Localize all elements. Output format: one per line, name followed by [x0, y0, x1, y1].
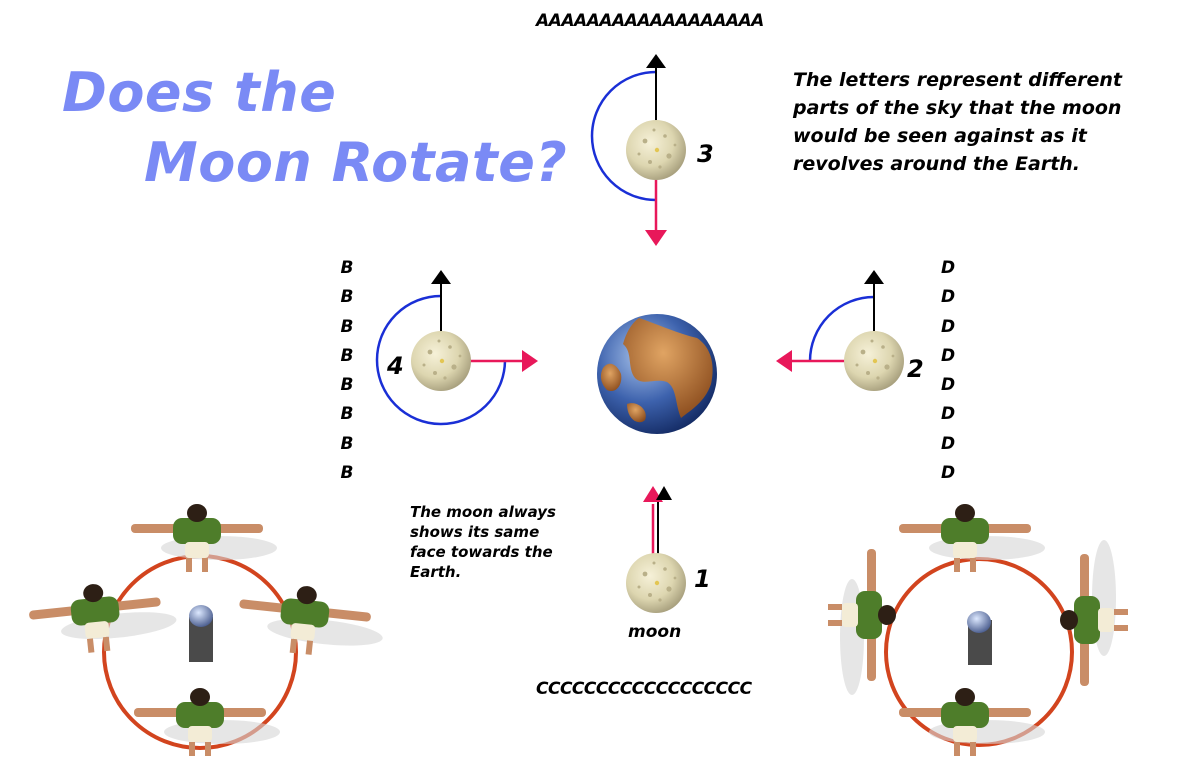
moon-position-2 [776, 270, 904, 391]
sky-letter-b: B [340, 404, 354, 425]
description-line-3: would be seen against as it [793, 125, 1087, 147]
lamp-icon [189, 605, 213, 627]
moon-position-4 [375, 270, 538, 426]
face-note-line-3: face towards the [410, 543, 553, 561]
face-arrow-icon [645, 230, 667, 246]
sky-letters-top: AAAAAAAAAAAAAAAAAA [536, 11, 764, 31]
moon-position-1 [626, 486, 686, 613]
moon-label: moon [628, 622, 682, 642]
demo-left [26, 504, 388, 756]
sky-letters-bottom: CCCCCCCCCCCCCCCCCC [536, 679, 752, 699]
moon-number-4: 4 [387, 352, 404, 380]
sky-letter-b: B [340, 287, 354, 308]
orbit-arc [590, 70, 657, 202]
moon-number-1: 1 [694, 565, 711, 593]
title-line-1: Does the [62, 61, 337, 124]
sky-letters-left: B B B B B B B B [338, 254, 356, 488]
up-arrow-icon [646, 54, 666, 68]
sky-letter-b: B [340, 375, 354, 396]
description-line-4: revolves around the Earth. [793, 153, 1081, 175]
sky-letter-d: D [940, 316, 956, 337]
up-arrow-icon [431, 270, 451, 284]
sky-letter-b: B [340, 316, 354, 337]
face-note: The moon always shows its same face towa… [410, 502, 556, 582]
earth [597, 314, 717, 434]
face-note-line-1: The moon always [410, 503, 556, 521]
moon-number-2: 2 [907, 355, 924, 383]
demo-right [828, 504, 1128, 756]
sky-letter-b: B [340, 258, 354, 278]
sky-letter-d: D [940, 375, 956, 396]
sky-letter-d: D [940, 287, 956, 308]
moon-position-3 [590, 54, 686, 246]
sky-letters-right: D D D D D D D D [939, 254, 957, 488]
sky-letter-b: B [340, 345, 354, 366]
orbit-arc [808, 295, 875, 362]
sky-letter-d: D [940, 258, 956, 278]
face-arrow-icon [776, 350, 792, 372]
up-arrow-icon [864, 270, 884, 284]
description-line-2: parts of the sky that the moon [793, 97, 1122, 119]
moon-number-3: 3 [697, 140, 714, 168]
face-arrow-icon [522, 350, 538, 372]
title-line-2: Moon Rotate? [144, 131, 568, 194]
sky-letter-d: D [940, 404, 956, 425]
lamp-icon [967, 611, 991, 633]
sky-letter-b: B [340, 433, 354, 454]
description-line-1: The letters represent different [793, 69, 1122, 91]
sky-letter-d: D [940, 345, 956, 366]
sky-letter-d: D [940, 433, 956, 454]
sky-letter-d: D [940, 463, 956, 484]
description: The letters represent different parts of… [793, 66, 1122, 178]
orbit-arc [375, 294, 507, 426]
sky-letter-b: B [340, 463, 354, 484]
face-note-line-2: shows its same [410, 523, 540, 541]
up-arrow-icon [656, 486, 672, 500]
face-note-line-4: Earth. [410, 563, 462, 581]
